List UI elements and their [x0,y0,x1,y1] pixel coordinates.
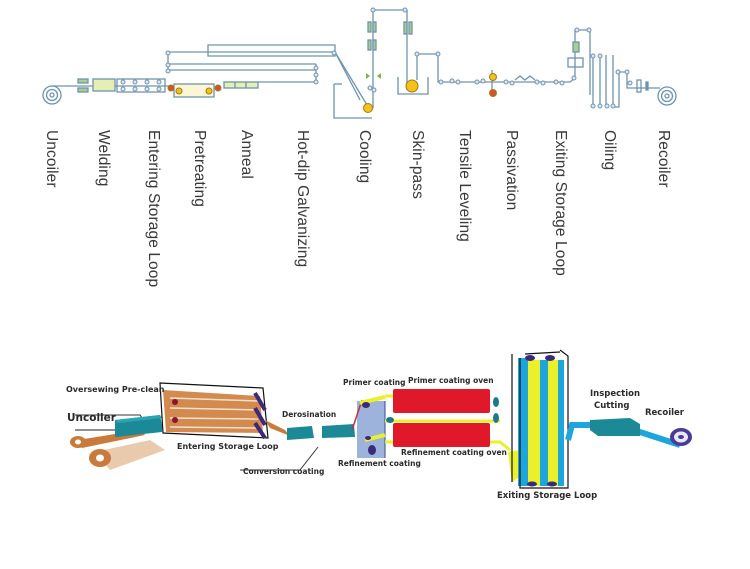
label-entering-storage-loop: Entering Storage Loop [177,442,279,451]
stage-label-recoiler: Recoiler [655,130,672,188]
label-primer-coating: Primer coating [343,378,406,387]
label-derosination: Derosination [282,410,337,419]
uncoiler-coil-icon [42,85,62,105]
entering-loop-rollers [116,78,166,93]
refinement-coating-oven [393,423,490,447]
derosination-unit [287,426,314,440]
stage-label-uncoiler: Uncoiler [43,130,60,188]
label-refinement-coating-oven: Refinement coating oven [401,448,507,457]
stage-label-exiting-storage-loop: Exiting Storage Loop [552,130,569,276]
stage-label-tensile-leveling: Tensile Leveling [456,130,473,242]
label-conversion-coating: Conversion coating [243,467,325,476]
entering-storage-loop-unit [159,382,269,440]
sink-roll [363,103,373,113]
passivation-unit [567,57,584,68]
label-exiting-storage-loop: Exiting Storage Loop [497,491,598,501]
stage-label-anneal: Anneal [238,130,255,179]
label-refinement-coating: Refinement coating [338,459,421,468]
stage-label-passivation: Passivation [503,130,520,211]
label-oversewing-preclean: Oversewing Pre-clean [66,385,165,394]
stage-label-entering-storage-loop: Entering Storage Loop [145,130,162,288]
welding-unit [77,78,89,84]
oiling-unit [636,79,642,93]
conversion-coating-unit [322,424,355,438]
galvanizing-line-schematic [42,7,677,119]
label-recoiler: Recoiler [645,408,684,418]
skin-pass-roll [405,79,419,93]
pretreating-tank [173,83,215,98]
recoiler-coil [670,428,692,446]
stage-label-welding: Welding [95,130,112,187]
anneal-furnace [223,81,259,89]
galvanizing-pot [333,84,372,119]
exiting-storage-loop [592,55,614,107]
exiting-storage-loop-unit [508,349,569,489]
skin-pass-tank [397,77,429,95]
label-inspection: Inspection [590,389,641,399]
primer-coating-oven [393,389,490,413]
label-primer-coating-oven: Primer coating oven [408,376,494,385]
stage-label-oiling: Oiling [601,130,618,171]
label-uncoiler: Uncoiler [67,412,116,424]
inspection-cutting-unit [590,418,640,436]
stage-label-skin-pass: Skin-pass [409,130,426,199]
color-coating-line-illustration [70,349,692,489]
recoiler-coil-icon [657,86,677,106]
stage-label-pretreating: Pretreating [191,130,208,207]
label-cutting: Cutting [594,401,630,411]
stage-label-cooling: Cooling [356,130,373,184]
stage-label-hot-dip-galvanizing: Hot-dip Galvanizing [294,130,311,268]
